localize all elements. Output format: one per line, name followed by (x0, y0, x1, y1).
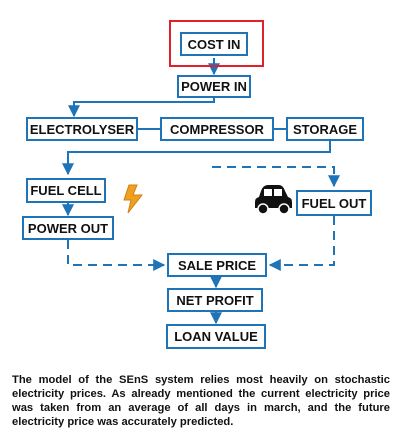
connectors (62, 58, 340, 325)
node-compressor: COMPRESSOR (160, 117, 274, 141)
node-net-profit: NET PROFIT (167, 288, 263, 312)
node-cost-in: COST IN (180, 32, 248, 56)
link-fuelout-sale (268, 216, 335, 271)
node-fuel-out: FUEL OUT (296, 190, 372, 216)
link-power-electrolyser (68, 98, 215, 118)
lightning-icon (123, 184, 144, 214)
node-power-out: POWER OUT (22, 216, 114, 240)
node-power-in: POWER IN (177, 75, 251, 98)
flow-diagram: COST IN POWER IN ELECTROLYSER COMPRESSOR… (22, 20, 372, 349)
highlight-frame (169, 20, 264, 67)
node-loan-value: LOAN VALUE (166, 324, 266, 349)
node-electrolyser: ELECTROLYSER (26, 117, 138, 141)
node-storage: STORAGE (286, 117, 364, 141)
link-powerout-sale (67, 240, 166, 271)
link-storage-fuelout (212, 166, 340, 188)
car-icon (255, 185, 292, 215)
caption: The model of the SEnS system relies most… (12, 374, 390, 428)
node-sale-price: SALE PRICE (167, 253, 267, 277)
link-storage-fuelcell (62, 141, 331, 176)
node-fuel-cell: FUEL CELL (26, 178, 106, 203)
